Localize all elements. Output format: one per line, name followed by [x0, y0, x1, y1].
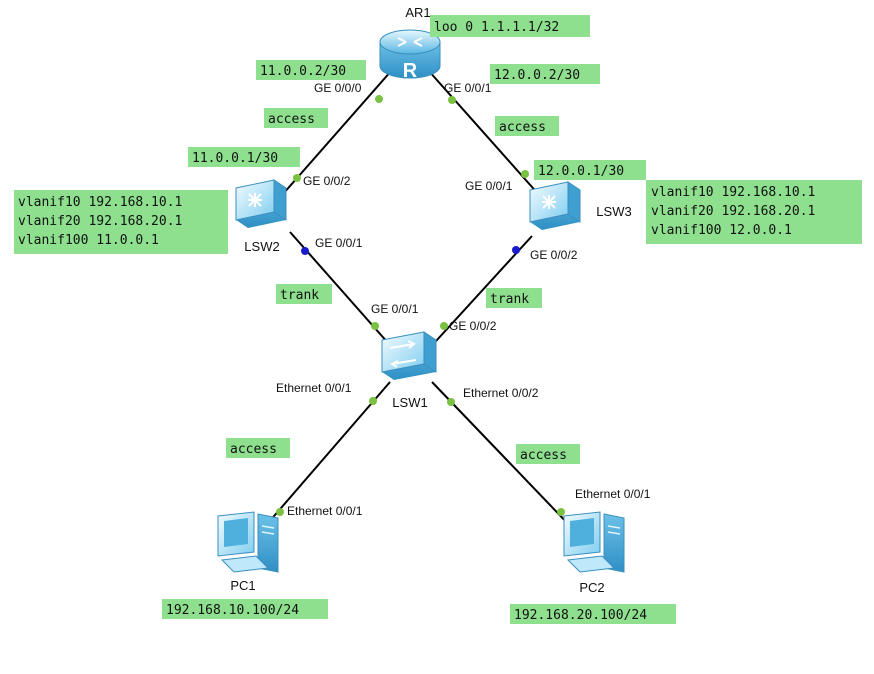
note-lsw2-uplink-ip: 11.0.0.1/30	[188, 147, 300, 167]
port-dot-lsw3-g002	[512, 246, 520, 254]
port-dot-pc2-e001	[557, 508, 565, 516]
svg-text:11.0.0.1/30: 11.0.0.1/30	[192, 151, 278, 166]
device-name-lsw1: LSW1	[392, 395, 427, 410]
svg-text:12.0.0.1/30: 12.0.0.1/30	[538, 164, 624, 179]
port-dot-lsw1-g001	[371, 322, 379, 330]
annotations: loo 0 1.1.1.1/32 11.0.0.2/30 12.0.0.2/30…	[14, 15, 862, 624]
device-name-lsw3: LSW3	[596, 204, 631, 219]
note-pc2-ip: 192.168.20.100/24	[510, 604, 676, 624]
note-link-ar1-lsw3: access	[495, 116, 559, 136]
link-lsw1-pc1	[261, 381, 391, 531]
port-label-pc2-e001: Ethernet 0/0/1	[575, 487, 651, 501]
svg-text:vlanif10 192.168.10.1: vlanif10 192.168.10.1	[651, 185, 815, 200]
note-lsw3-vlanif: vlanif10 192.168.10.1 vlanif20 192.168.2…	[646, 180, 862, 244]
svg-text:access: access	[268, 112, 315, 127]
port-dot-lsw1-g002	[440, 322, 448, 330]
device-name-pc2: PC2	[579, 580, 604, 595]
port-label-lsw1-g002: GE 0/0/2	[449, 319, 497, 333]
port-dot-lsw3-g001	[521, 170, 529, 178]
svg-text:R: R	[403, 60, 418, 82]
device-name-lsw2: LSW2	[244, 239, 279, 254]
svg-text:vlanif20 192.168.20.1: vlanif20 192.168.20.1	[18, 214, 182, 229]
svg-text:access: access	[499, 120, 546, 135]
device-name-ar1: AR1	[405, 5, 430, 20]
note-link-lsw2-lsw1: trank	[276, 284, 332, 304]
router-icon[interactable]: R	[379, 29, 441, 82]
port-label-lsw3-g001: GE 0/0/1	[465, 179, 513, 193]
svg-text:192.168.20.100/24: 192.168.20.100/24	[514, 608, 647, 623]
port-label-lsw1-g001: GE 0/0/1	[371, 302, 419, 316]
note-ar1-left-ip: 11.0.0.2/30	[256, 60, 366, 80]
port-dot-lsw1-e001	[369, 397, 377, 405]
svg-text:trank: trank	[280, 288, 319, 303]
note-lsw2-vlanif: vlanif10 192.168.10.1 vlanif20 192.168.2…	[14, 190, 228, 254]
svg-text:loo 0 1.1.1.1/32: loo 0 1.1.1.1/32	[434, 20, 559, 35]
port-label-lsw2-g001: GE 0/0/1	[315, 236, 363, 250]
port-dots	[276, 95, 565, 516]
port-label-ar1-g001: GE 0/0/1	[444, 81, 492, 95]
port-dot-lsw2-g001	[301, 247, 309, 255]
l3-switch-icon[interactable]	[235, 179, 287, 228]
note-link-lsw1-pc1: access	[226, 438, 290, 458]
svg-text:access: access	[520, 448, 567, 463]
link-lsw1-pc2	[431, 381, 575, 531]
port-dot-ar1-g001	[448, 96, 456, 104]
port-label-ar1-g000: GE 0/0/0	[314, 81, 362, 95]
svg-text:vlanif10 192.168.10.1: vlanif10 192.168.10.1	[18, 195, 182, 210]
svg-text:trank: trank	[490, 292, 529, 307]
link-ar1-lsw2	[282, 69, 393, 195]
svg-text:192.168.10.100/24: 192.168.10.100/24	[166, 603, 299, 618]
svg-text:vlanif20 192.168.20.1: vlanif20 192.168.20.1	[651, 204, 815, 219]
port-label-lsw3-g002: GE 0/0/2	[530, 248, 578, 262]
port-dot-pc1-e001	[276, 508, 284, 516]
svg-text:12.0.0.2/30: 12.0.0.2/30	[494, 68, 580, 83]
note-pc1-ip: 192.168.10.100/24	[162, 599, 328, 619]
port-label-lsw1-e001: Ethernet 0/0/1	[276, 381, 352, 395]
svg-text:vlanif100 12.0.0.1: vlanif100 12.0.0.1	[651, 223, 792, 238]
pc-icon[interactable]	[217, 511, 279, 573]
svg-text:vlanif100 11.0.0.1: vlanif100 11.0.0.1	[18, 233, 159, 248]
pc-icon[interactable]	[563, 511, 625, 573]
l3-switch-icon[interactable]	[529, 181, 581, 230]
port-dot-ar1-g000	[375, 95, 383, 103]
note-link-lsw3-lsw1: trank	[486, 288, 542, 308]
note-link-lsw1-pc2: access	[516, 444, 580, 464]
note-lsw3-uplink-ip: 12.0.0.1/30	[534, 160, 646, 180]
note-link-ar1-lsw2: access	[264, 108, 328, 128]
port-dot-lsw2-g002	[293, 174, 301, 182]
port-dot-lsw1-e002	[447, 398, 455, 406]
svg-text:access: access	[230, 442, 277, 457]
link-lsw3-lsw1	[425, 235, 533, 353]
port-labels: GE 0/0/0 GE 0/0/1 GE 0/0/2 GE 0/0/1 GE 0…	[276, 81, 651, 518]
port-label-lsw1-e002: Ethernet 0/0/2	[463, 386, 539, 400]
device-name-pc1: PC1	[230, 578, 255, 593]
l2-switch-icon[interactable]	[381, 331, 437, 380]
svg-text:11.0.0.2/30: 11.0.0.2/30	[260, 64, 346, 79]
note-ar1-right-ip: 12.0.0.2/30	[490, 64, 600, 84]
note-ar1-loopback: loo 0 1.1.1.1/32	[430, 15, 590, 37]
port-label-pc1-e001: Ethernet 0/0/1	[287, 504, 363, 518]
port-label-lsw2-g002: GE 0/0/2	[303, 174, 351, 188]
